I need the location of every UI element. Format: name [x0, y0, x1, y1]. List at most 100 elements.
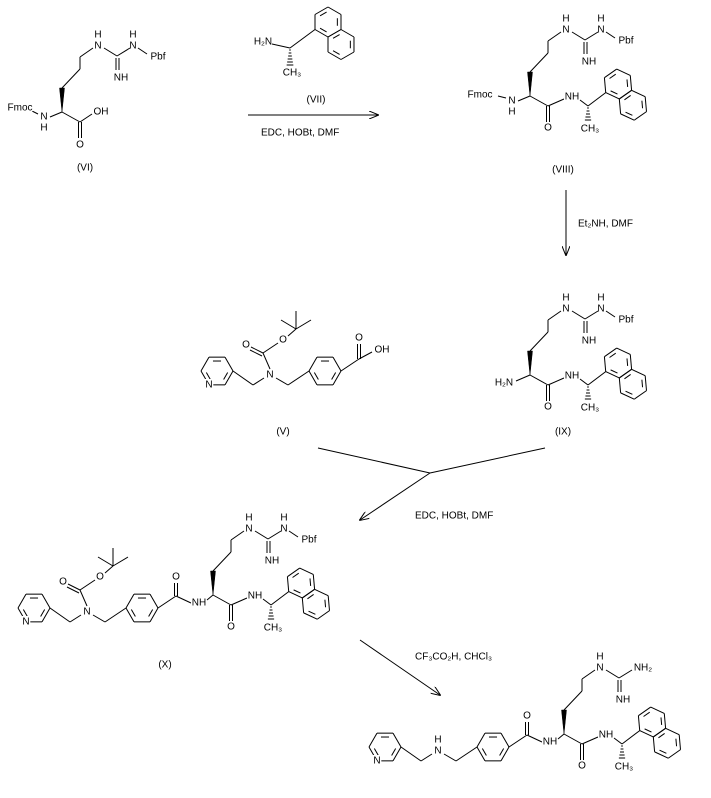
bond [286, 576, 290, 592]
atom-label: N [129, 41, 136, 52]
atom-label: H [597, 14, 604, 25]
bond [200, 370, 210, 386]
bond [605, 92, 620, 100]
atom-label: N [596, 663, 603, 674]
bond [303, 612, 318, 620]
bond [287, 328, 297, 337]
bond [581, 736, 599, 745]
bond [660, 717, 663, 725]
bond [644, 96, 647, 112]
atom-label: NH [565, 92, 579, 103]
bond [275, 377, 289, 386]
bond [205, 372, 211, 380]
stereo-wedge-bond [561, 709, 567, 735]
bond [316, 610, 330, 620]
bond [609, 352, 617, 358]
atom-label: O [523, 711, 531, 722]
bond [288, 591, 303, 599]
bond [547, 98, 565, 107]
bond [97, 556, 114, 567]
bond [663, 713, 667, 729]
bond [500, 732, 510, 748]
bond [609, 73, 617, 79]
bond [314, 6, 329, 15]
compound-label-viii: (VIII) [552, 165, 574, 176]
bond [61, 111, 81, 123]
bond [49, 607, 71, 623]
bond [620, 392, 635, 400]
atom-label: H₂N [495, 378, 513, 389]
atom-label: H [508, 107, 515, 118]
bond [61, 68, 81, 89]
atom-label: O [544, 123, 552, 134]
bond [638, 706, 651, 717]
bond [40, 609, 46, 617]
atom-label: N [373, 756, 380, 767]
bond [252, 377, 265, 386]
reaction-arrow-3 [360, 472, 431, 520]
bond [175, 595, 192, 604]
bond [644, 375, 647, 391]
bond [624, 95, 631, 101]
bond [103, 47, 118, 57]
bond [529, 374, 549, 386]
atom-label: H [280, 513, 287, 524]
bond [626, 358, 629, 366]
atom-label: O [172, 572, 180, 583]
bond [309, 578, 312, 586]
atom-label: N [562, 304, 569, 315]
bond [637, 715, 641, 731]
bond [288, 530, 299, 538]
bond [299, 567, 314, 575]
bond [79, 579, 96, 591]
bond [587, 371, 607, 386]
bond [641, 379, 644, 388]
compound-label-vii: (VII) [307, 95, 326, 106]
bond [280, 319, 297, 330]
bond [610, 369, 618, 374]
atom-label: N [205, 380, 212, 391]
bond [667, 749, 681, 759]
atom-label: N [40, 112, 47, 123]
bond [307, 594, 314, 600]
bond [644, 728, 652, 733]
bond [605, 669, 620, 679]
bond [626, 79, 629, 87]
atom-label: OH [375, 345, 390, 356]
bond [650, 706, 665, 714]
stereo-wedge-bond [527, 350, 533, 376]
bond [295, 319, 312, 330]
bond [526, 734, 543, 743]
atom-label: O [76, 140, 84, 151]
atom-label: H [596, 652, 603, 663]
bond [289, 29, 316, 49]
bond [125, 607, 135, 623]
bond [629, 75, 633, 91]
bond [641, 100, 644, 109]
bond [262, 598, 272, 606]
bond [340, 51, 355, 60]
bond [157, 595, 177, 609]
bond [500, 746, 510, 762]
atom-label: N [83, 607, 90, 618]
bond [332, 356, 342, 372]
bond [92, 614, 106, 623]
bond [497, 95, 507, 99]
bond [250, 346, 264, 354]
bond [69, 614, 82, 623]
atom-label: CH₃ [264, 623, 283, 634]
bond [149, 593, 159, 609]
bond [629, 354, 633, 370]
atom-label: NH [616, 695, 630, 706]
bond [262, 342, 279, 354]
bond [633, 390, 647, 400]
bond [254, 530, 269, 540]
bond [125, 593, 135, 609]
bond [619, 368, 632, 379]
bond [327, 595, 330, 611]
atom-label: H [434, 735, 441, 746]
bond [571, 31, 586, 41]
